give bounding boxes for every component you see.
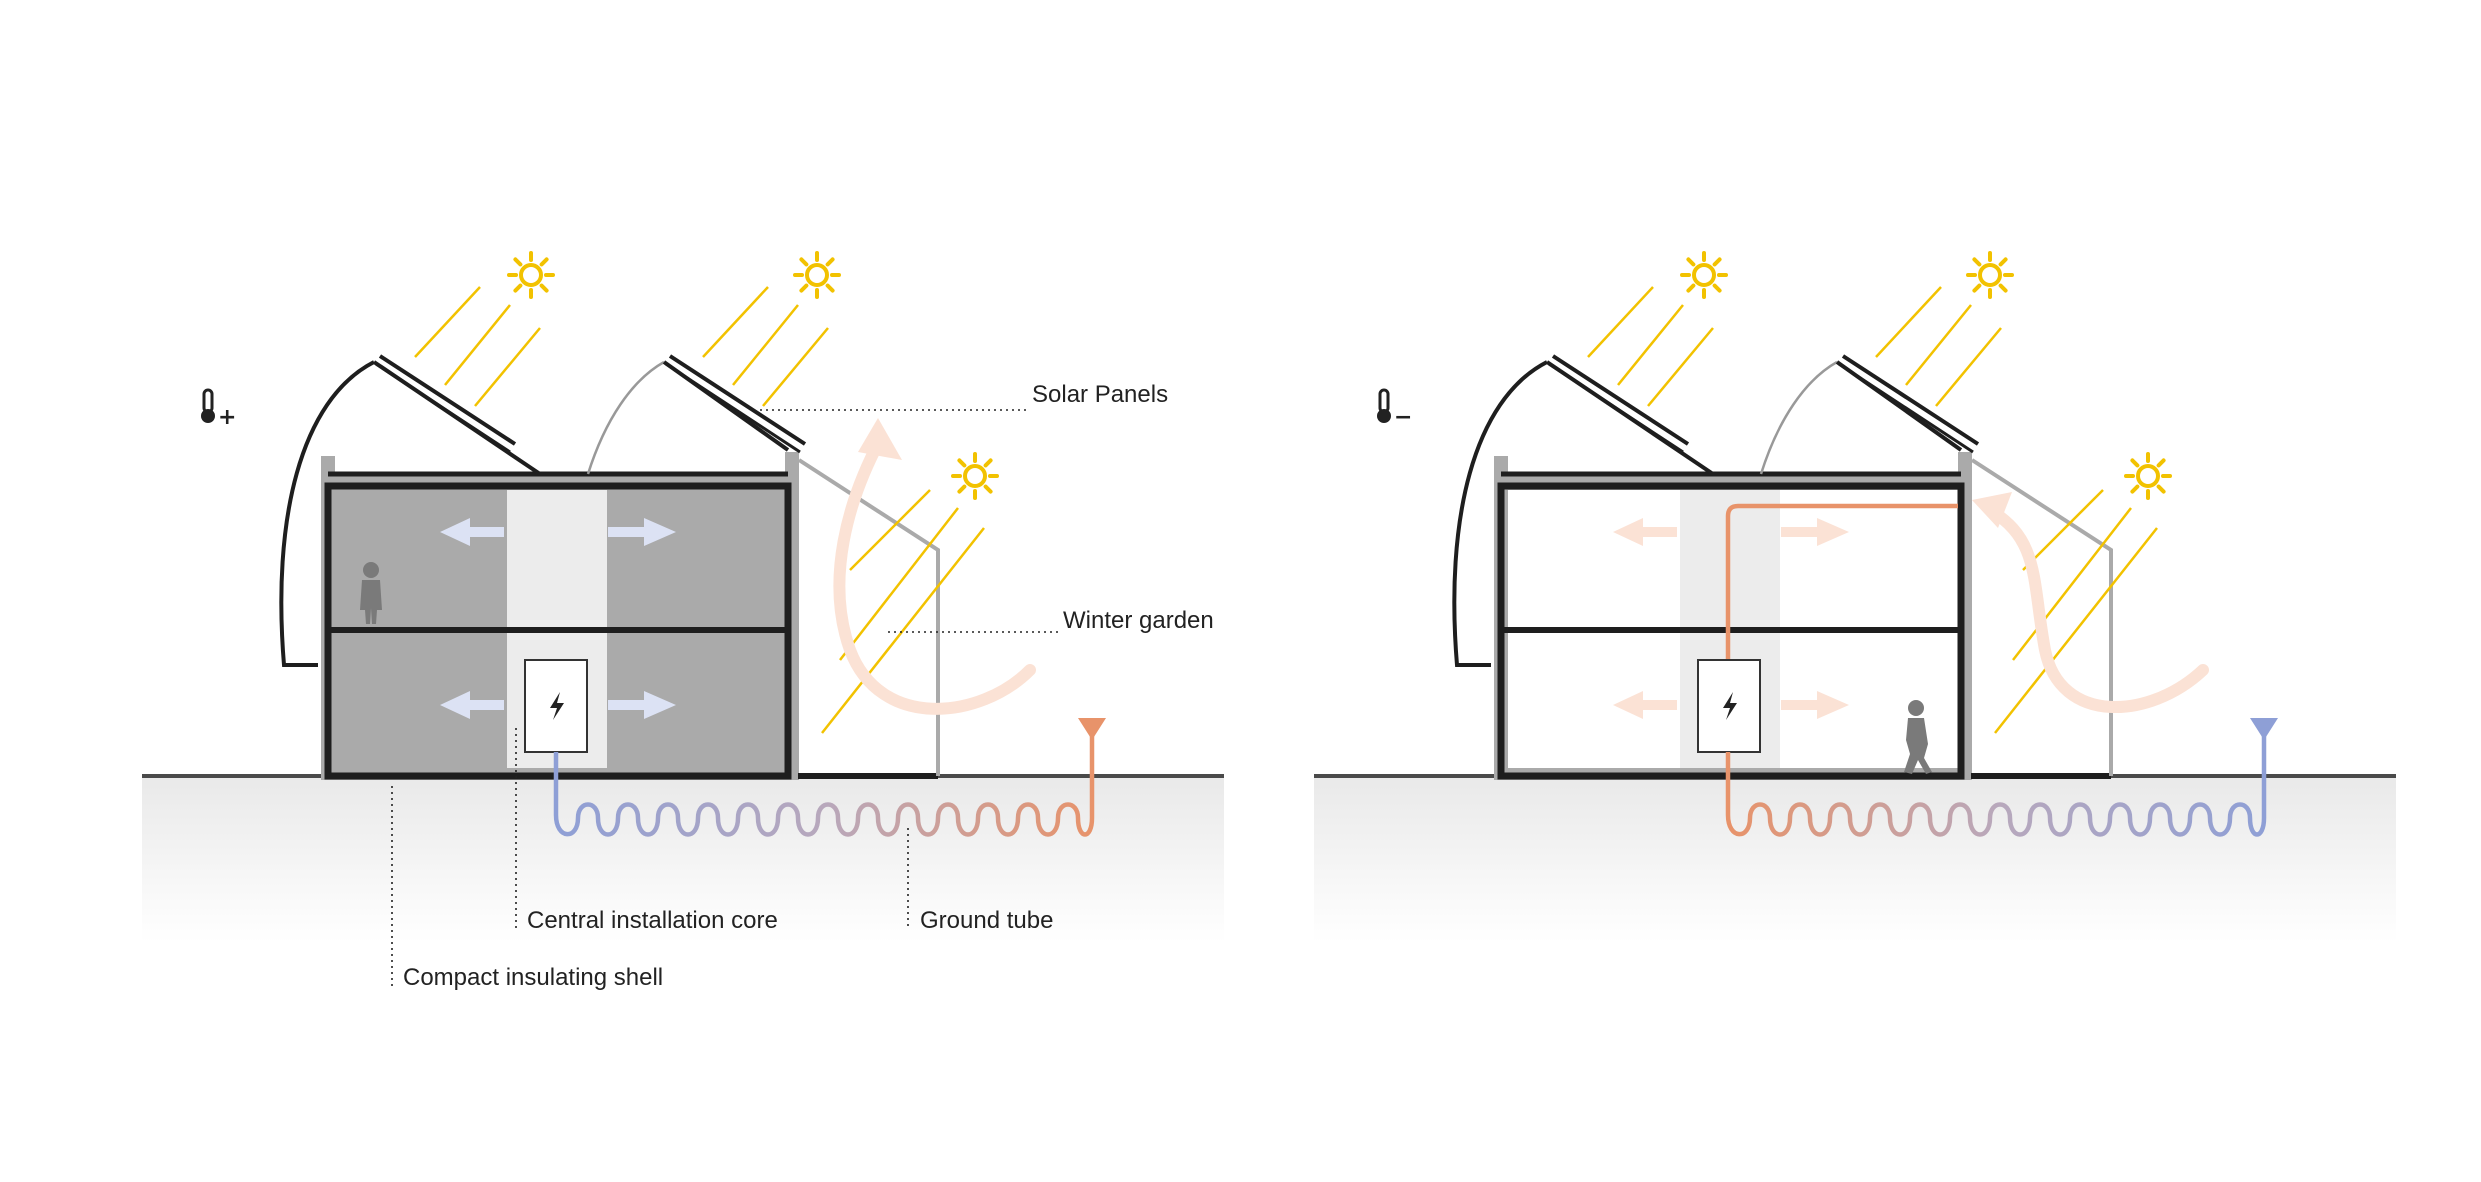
solar-panels-label: Solar Panels: [1032, 381, 1168, 408]
air-flow-arrows: [440, 518, 676, 719]
sun-icon: [2124, 452, 2172, 500]
air-intake: [1078, 718, 1106, 740]
heating-mode-panel: +: [142, 251, 1224, 991]
sun-icon: [507, 251, 555, 299]
warm-air-flow: [833, 434, 1036, 715]
ground-tube: [553, 732, 1095, 837]
sun-rays: [1587, 286, 2158, 734]
sun-icon: [793, 251, 841, 299]
central-installation-core-label: Central installation core: [527, 907, 778, 934]
thermometer-plus-icon: +: [199, 388, 236, 430]
sun-icon: [1680, 251, 1728, 299]
solar-panel: [375, 354, 517, 454]
warm-air-flow: [1984, 504, 2209, 713]
thermometer-sign: −: [1394, 405, 1412, 430]
sun-icon: [951, 452, 999, 500]
solar-panel: [1838, 354, 1980, 454]
air-intake: [2250, 718, 2278, 740]
ground-area: [142, 777, 1224, 942]
sun-icon: [1966, 251, 2014, 299]
thermometer-minus-icon: −: [1375, 388, 1412, 430]
solar-panel: [1548, 354, 1690, 454]
sun-rays: [414, 286, 985, 734]
ground-tube-label: Ground tube: [920, 907, 1053, 934]
supply-duct: [1725, 503, 1958, 752]
thermometer-sign: +: [218, 405, 236, 430]
compact-insulating-shell-label: Compact insulating shell: [403, 964, 663, 991]
solar-panel: [665, 354, 807, 454]
ground-tube: [1725, 732, 2267, 837]
cooling-mode-panel: −: [1314, 251, 2396, 942]
winter-garden-label: Winter garden: [1063, 607, 1214, 634]
air-flow-arrows: [1613, 518, 1849, 719]
ground-area: [1314, 777, 2396, 942]
